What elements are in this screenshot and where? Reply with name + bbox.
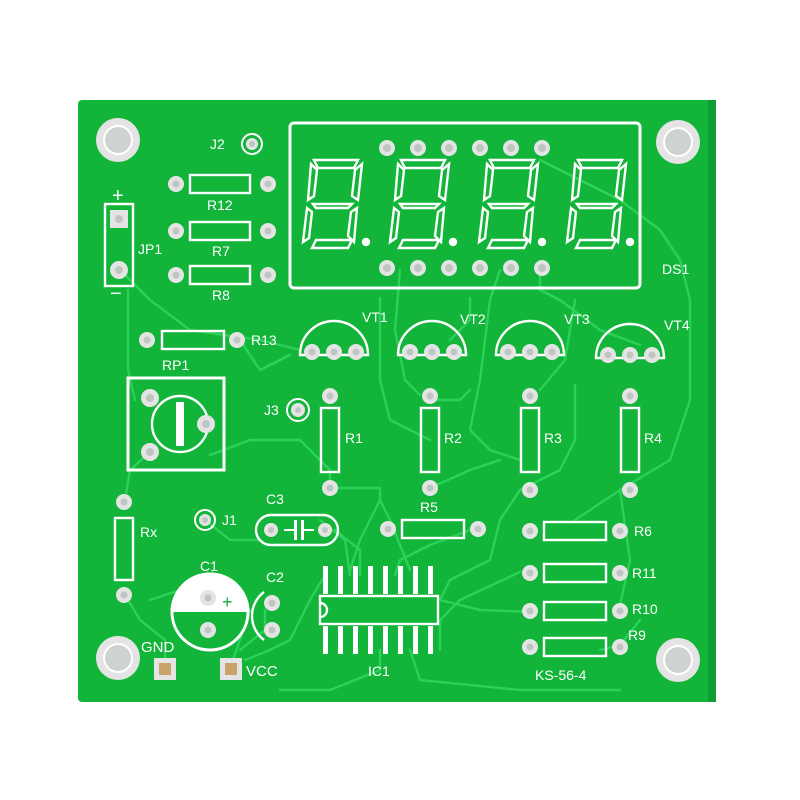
resistor-r4 bbox=[619, 388, 641, 498]
label-rx: Rx bbox=[140, 524, 157, 540]
resistor-r13 bbox=[139, 329, 245, 351]
resistor-r11 bbox=[522, 562, 628, 584]
label-gnd: GND bbox=[141, 639, 175, 656]
label-r11: R11 bbox=[632, 565, 657, 581]
label-r8: R8 bbox=[212, 287, 230, 303]
pcb-board-edge bbox=[708, 100, 716, 702]
resistor-r10 bbox=[522, 600, 628, 622]
capacitor-c1 bbox=[170, 572, 250, 652]
label-jp1-plus: + bbox=[112, 185, 124, 207]
test-point-j3 bbox=[286, 398, 310, 422]
resistor-r12 bbox=[168, 173, 276, 195]
transistor-vt2 bbox=[396, 319, 468, 360]
mounting-holes bbox=[96, 118, 700, 682]
label-c1: C1 bbox=[200, 558, 218, 574]
label-r5: R5 bbox=[420, 499, 438, 515]
label-jp1: JP1 bbox=[138, 241, 162, 257]
potentiometer bbox=[126, 376, 226, 472]
ic-ic1 bbox=[318, 566, 440, 654]
label-c1-plus: + bbox=[222, 592, 233, 612]
display-ds1 bbox=[288, 121, 642, 290]
label-ic1: IC1 bbox=[368, 663, 390, 679]
label-r12: R12 bbox=[207, 197, 233, 213]
label-rp1: RP1 bbox=[162, 357, 189, 373]
pad-gnd bbox=[154, 658, 176, 680]
resistor-r9 bbox=[522, 636, 628, 658]
seven-segment-digits bbox=[301, 158, 635, 250]
capacitor-c3 bbox=[254, 513, 340, 547]
label-r13: R13 bbox=[251, 332, 277, 348]
test-point-j1 bbox=[194, 509, 216, 531]
label-c3: C3 bbox=[266, 491, 284, 507]
jumper-jp1 bbox=[103, 202, 135, 288]
label-j1: J1 bbox=[222, 512, 237, 528]
label-model: KS-56-4 bbox=[535, 667, 587, 683]
label-r4: R4 bbox=[644, 430, 662, 446]
mounting-hole bbox=[96, 118, 140, 162]
label-r7: R7 bbox=[212, 243, 230, 259]
pcb-board bbox=[78, 100, 716, 702]
pad-vcc bbox=[220, 658, 242, 680]
mounting-hole bbox=[656, 638, 700, 682]
silkscreen-labels: J2 R12 R7 R8 + JP1 − DS1 R13 RP1 VT1 VT2… bbox=[110, 136, 690, 683]
transistor-vt1 bbox=[298, 319, 370, 360]
resistor-r2 bbox=[419, 388, 441, 496]
resistor-r3 bbox=[519, 388, 541, 498]
label-c2: C2 bbox=[266, 569, 284, 585]
label-vt1: VT1 bbox=[362, 309, 388, 325]
transistor-vt3 bbox=[494, 319, 566, 360]
label-vt3: VT3 bbox=[564, 311, 590, 327]
label-vcc: VCC bbox=[246, 663, 278, 680]
label-r10: R10 bbox=[632, 601, 658, 617]
resistor-rx bbox=[113, 494, 135, 603]
label-r3: R3 bbox=[544, 430, 562, 446]
label-j2: J2 bbox=[210, 136, 225, 152]
label-r6: R6 bbox=[634, 523, 652, 539]
label-vt2: VT2 bbox=[460, 311, 486, 327]
label-r2: R2 bbox=[444, 430, 462, 446]
resistor-r1 bbox=[319, 388, 341, 496]
label-vt4: VT4 bbox=[664, 317, 690, 333]
label-ds1: DS1 bbox=[662, 261, 689, 277]
resistor-r7 bbox=[168, 220, 276, 242]
capacitor-c2 bbox=[250, 591, 280, 641]
resistor-r5 bbox=[380, 518, 486, 540]
label-r1: R1 bbox=[345, 430, 363, 446]
label-jp1-minus: − bbox=[110, 283, 122, 305]
mounting-hole bbox=[656, 120, 700, 164]
display-pads bbox=[379, 140, 550, 276]
label-r9: R9 bbox=[628, 627, 646, 643]
label-j3: J3 bbox=[264, 402, 279, 418]
mounting-hole bbox=[96, 636, 140, 680]
resistor-r8 bbox=[168, 264, 276, 286]
resistor-r6 bbox=[522, 520, 628, 542]
transistor-vt4 bbox=[594, 322, 666, 363]
test-point-j2 bbox=[241, 133, 263, 155]
